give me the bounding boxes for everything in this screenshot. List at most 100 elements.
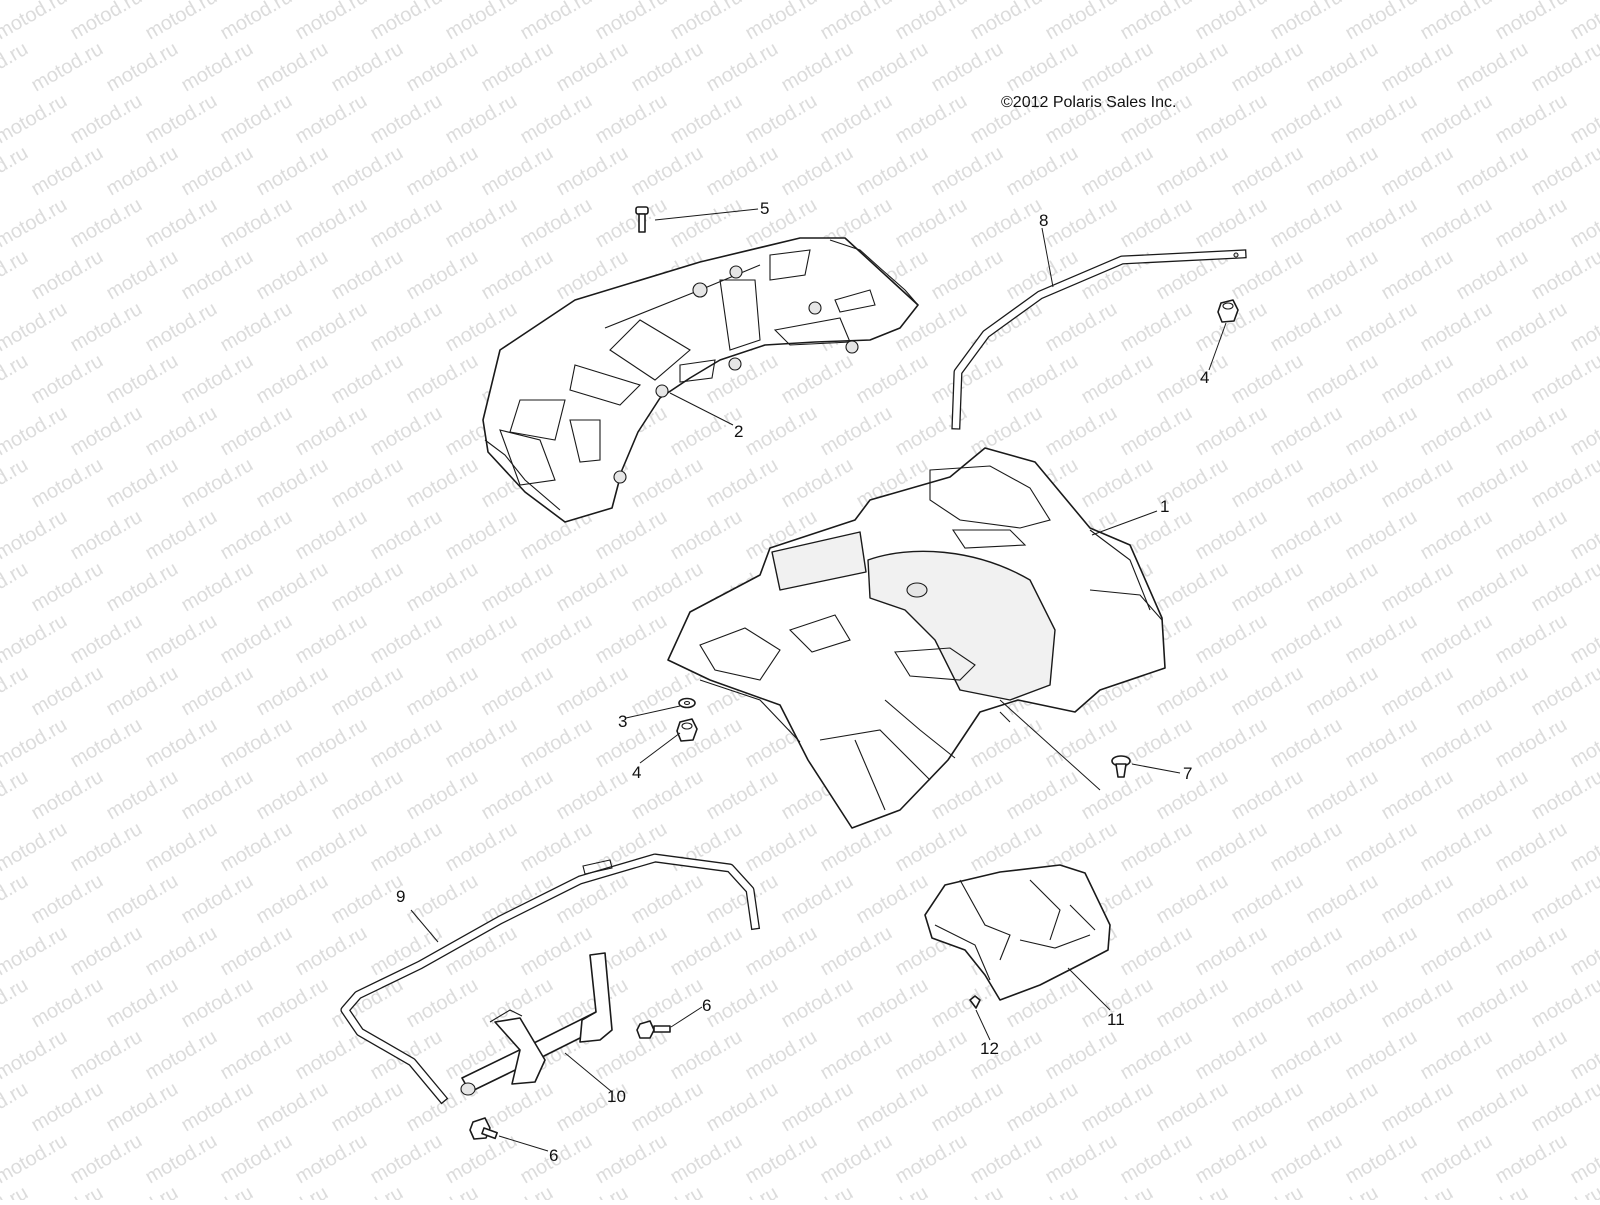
watermark-text: motod.ru (1078, 350, 1157, 409)
watermark-text: motod.ru (1567, 714, 1600, 773)
watermark-text: motod.ru (403, 350, 482, 409)
watermark-text: motod.ru (853, 142, 932, 201)
watermark-text: motod.ru (253, 142, 332, 201)
watermark-text: motod.ru (1303, 558, 1382, 617)
watermark-text: motod.ru (1042, 1130, 1121, 1189)
watermark-text: motod.ru (103, 558, 182, 617)
watermark-text: motod.ru (67, 194, 146, 253)
watermark-text: motod.ru (0, 38, 32, 97)
watermark-text: motod.ru (292, 506, 371, 565)
watermark-text: motod.ru (1342, 922, 1421, 981)
watermark-text: motod.ru (1267, 0, 1346, 44)
watermark-text: motod.ru (1567, 1026, 1600, 1085)
watermark-text: motod.ru (292, 922, 371, 981)
watermark-text: motod.ru (103, 662, 182, 721)
watermark-text: motod.ru (403, 558, 482, 617)
watermark-text: motod.ru (253, 974, 332, 1033)
watermark-text: motod.ru (853, 974, 932, 1033)
watermark-text: motod.ru (253, 766, 332, 825)
watermark-text: motod.ru (0, 506, 71, 565)
watermark-text: motod.ru (0, 558, 32, 617)
watermark-text: motod.ru (967, 0, 1046, 44)
watermark-text: motod.ru (553, 38, 632, 97)
watermark-text: motod.ru (1417, 610, 1496, 669)
watermark-text: motod.ru (1042, 194, 1121, 253)
watermark-text: motod.ru (28, 142, 107, 201)
watermark-text: motod.ru (1228, 142, 1307, 201)
watermark-text: motod.ru (853, 350, 932, 409)
watermark-text: motod.ru (1078, 38, 1157, 97)
watermark-text: motod.ru (478, 558, 557, 617)
watermark-text: motod.ru (142, 90, 221, 149)
watermark-text: motod.ru (1417, 90, 1496, 149)
watermark-text: motod.ru (442, 194, 521, 253)
watermark-text: motod.ru (178, 558, 257, 617)
watermark-text: motod.ru (1528, 974, 1600, 1033)
watermark-text: motod.ru (592, 610, 671, 669)
watermark-text: motod.ru (142, 818, 221, 877)
watermark-text: motod.ru (217, 714, 296, 773)
watermark-text: motod.ru (1267, 1130, 1346, 1189)
watermark-text: motod.ru (103, 1078, 182, 1137)
watermark-text: motod.ru (0, 662, 32, 721)
watermark-text: motod.ru (1342, 90, 1421, 149)
watermark-text: motod.ru (0, 0, 71, 44)
watermark-text: motod.ru (142, 402, 221, 461)
watermark-text: motod.ru (1378, 1182, 1457, 1200)
watermark-text: motod.ru (217, 506, 296, 565)
watermark-text: motod.ru (1378, 870, 1457, 929)
watermark-text: motod.ru (1378, 974, 1457, 1033)
watermark-text: motod.ru (1003, 38, 1082, 97)
watermark-text: motod.ru (928, 766, 1007, 825)
watermark-text: motod.ru (1492, 402, 1571, 461)
watermark-text: motod.ru (1042, 0, 1121, 44)
watermark-text: motod.ru (628, 38, 707, 97)
watermark-text: motod.ru (67, 714, 146, 773)
watermark-text: motod.ru (517, 90, 596, 149)
watermark-text: motod.ru (1528, 142, 1600, 201)
watermark-text: motod.ru (28, 350, 107, 409)
watermark-text: motod.ru (0, 194, 71, 253)
watermark-text: motod.ru (1342, 298, 1421, 357)
watermark-text: motod.ru (1228, 766, 1307, 825)
watermark-text: motod.ru (742, 1130, 821, 1189)
watermark-text: motod.ru (142, 0, 221, 44)
watermark-text: motod.ru (442, 0, 521, 44)
watermark-text: motod.ru (742, 402, 821, 461)
watermark-text: motod.ru (1192, 1026, 1271, 1085)
watermark-text: motod.ru (703, 142, 782, 201)
watermark-text: motod.ru (0, 1026, 71, 1085)
watermark-text: motod.ru (703, 38, 782, 97)
callout-8: 8 (1039, 211, 1048, 230)
callout-9: 9 (396, 887, 405, 906)
watermark-text: motod.ru (1117, 0, 1196, 44)
watermark-text: motod.ru (1153, 870, 1232, 929)
watermark-text: motod.ru (1342, 610, 1421, 669)
watermark-text: motod.ru (592, 506, 671, 565)
watermark-text: motod.ru (1453, 766, 1532, 825)
watermark-text: motod.ru (667, 922, 746, 981)
watermark-text: motod.ru (1492, 194, 1571, 253)
watermark-text: motod.ru (0, 298, 71, 357)
watermark-text: motod.ru (1153, 1078, 1232, 1137)
watermark-text: motod.ru (0, 454, 32, 513)
watermark-text: motod.ru (1228, 974, 1307, 1033)
watermark-text: motod.ru (628, 870, 707, 929)
watermark-text: motod.ru (367, 818, 446, 877)
watermark-text: motod.ru (1267, 194, 1346, 253)
watermark-text: motod.ru (67, 402, 146, 461)
callout-1: 1 (1160, 497, 1169, 516)
watermark-text: motod.ru (967, 402, 1046, 461)
watermark-text: motod.ru (142, 922, 221, 981)
watermark-text: motod.ru (1303, 1078, 1382, 1137)
watermark-text: motod.ru (517, 922, 596, 981)
callout-2: 2 (734, 422, 743, 441)
watermark-text: motod.ru (1267, 610, 1346, 669)
watermark-text: motod.ru (292, 818, 371, 877)
watermark-text: motod.ru (1192, 714, 1271, 773)
watermark-text: motod.ru (367, 610, 446, 669)
watermark-text: motod.ru (553, 558, 632, 617)
watermark-text: motod.ru (67, 90, 146, 149)
watermark-text: motod.ru (1567, 402, 1600, 461)
watermark-text: motod.ru (0, 766, 32, 825)
